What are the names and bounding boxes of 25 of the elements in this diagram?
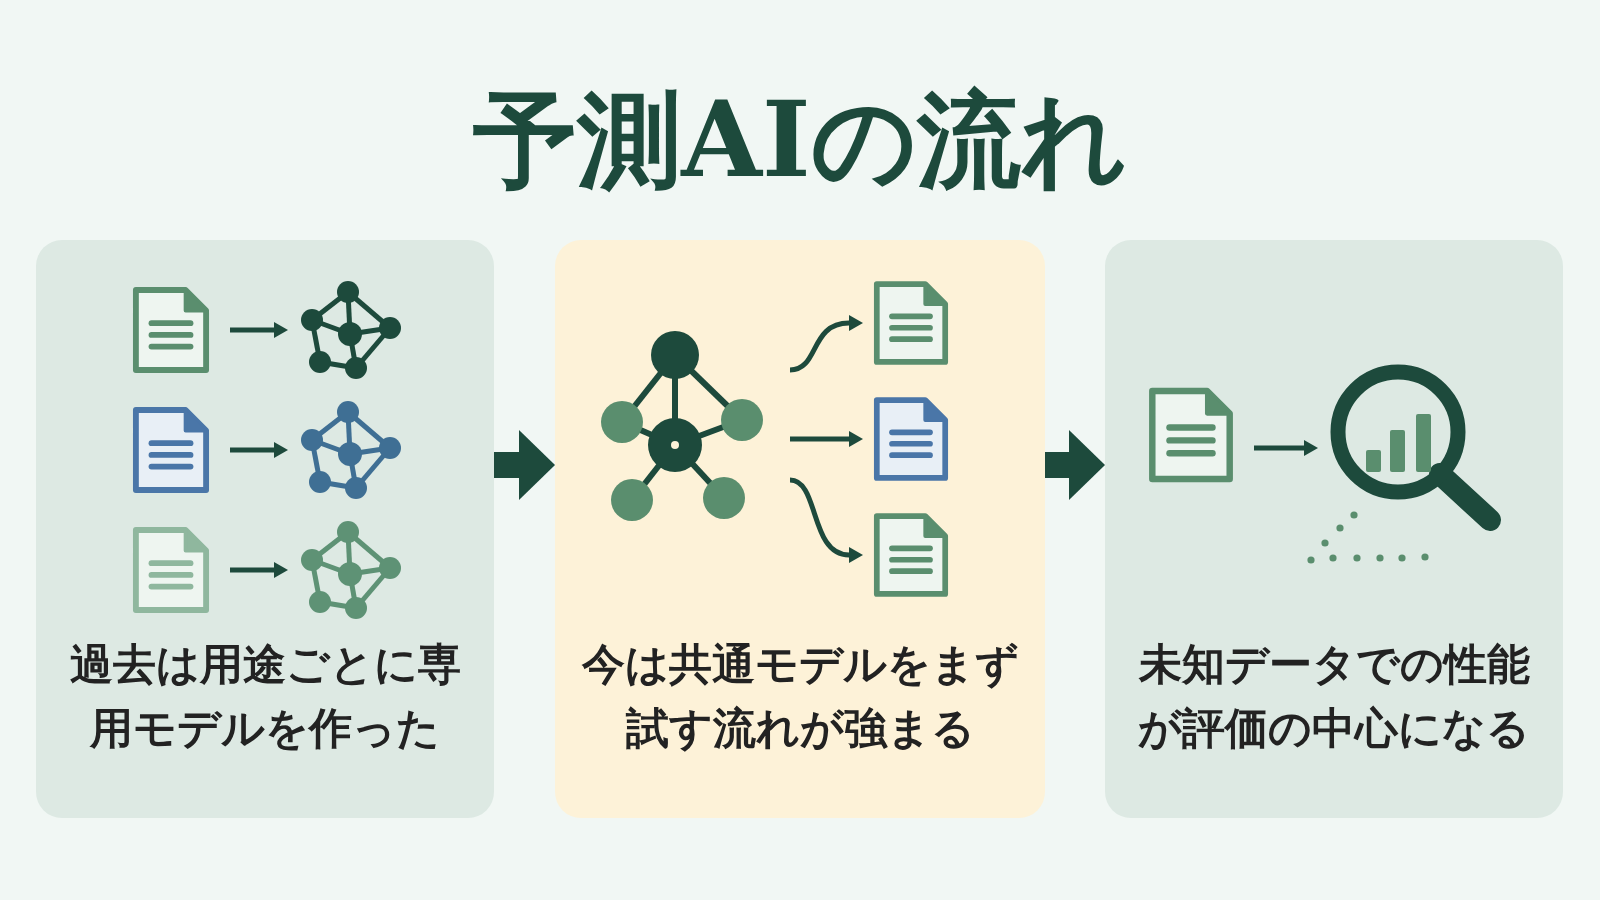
panel xyxy=(1105,240,1563,818)
network-icon xyxy=(298,520,404,620)
network-icon xyxy=(298,400,404,500)
arrow xyxy=(789,477,863,563)
panel-caption: 過去は用途ごとに専用モデルを作った xyxy=(68,638,462,755)
panel xyxy=(555,240,1045,818)
arrow xyxy=(790,431,863,447)
arrow xyxy=(494,430,555,500)
arrow xyxy=(789,315,863,373)
document-icon xyxy=(132,526,210,614)
arrow xyxy=(1045,430,1105,500)
arrow xyxy=(230,442,288,458)
document-icon xyxy=(873,396,949,482)
panel-caption: 今は共通モデルをまず試す流れが強まる xyxy=(580,638,1020,755)
arrow xyxy=(1254,440,1318,456)
arrow xyxy=(230,562,288,578)
panel xyxy=(36,240,494,818)
document-icon xyxy=(873,512,949,598)
arrow xyxy=(230,322,288,338)
document-icon xyxy=(873,280,949,366)
network-icon xyxy=(298,280,404,380)
title: 予測AIの流れ xyxy=(472,77,1128,203)
document-icon xyxy=(132,406,210,494)
panel-caption: 未知データでの性能が評価の中心になる xyxy=(1137,638,1531,755)
document-icon xyxy=(132,286,210,374)
